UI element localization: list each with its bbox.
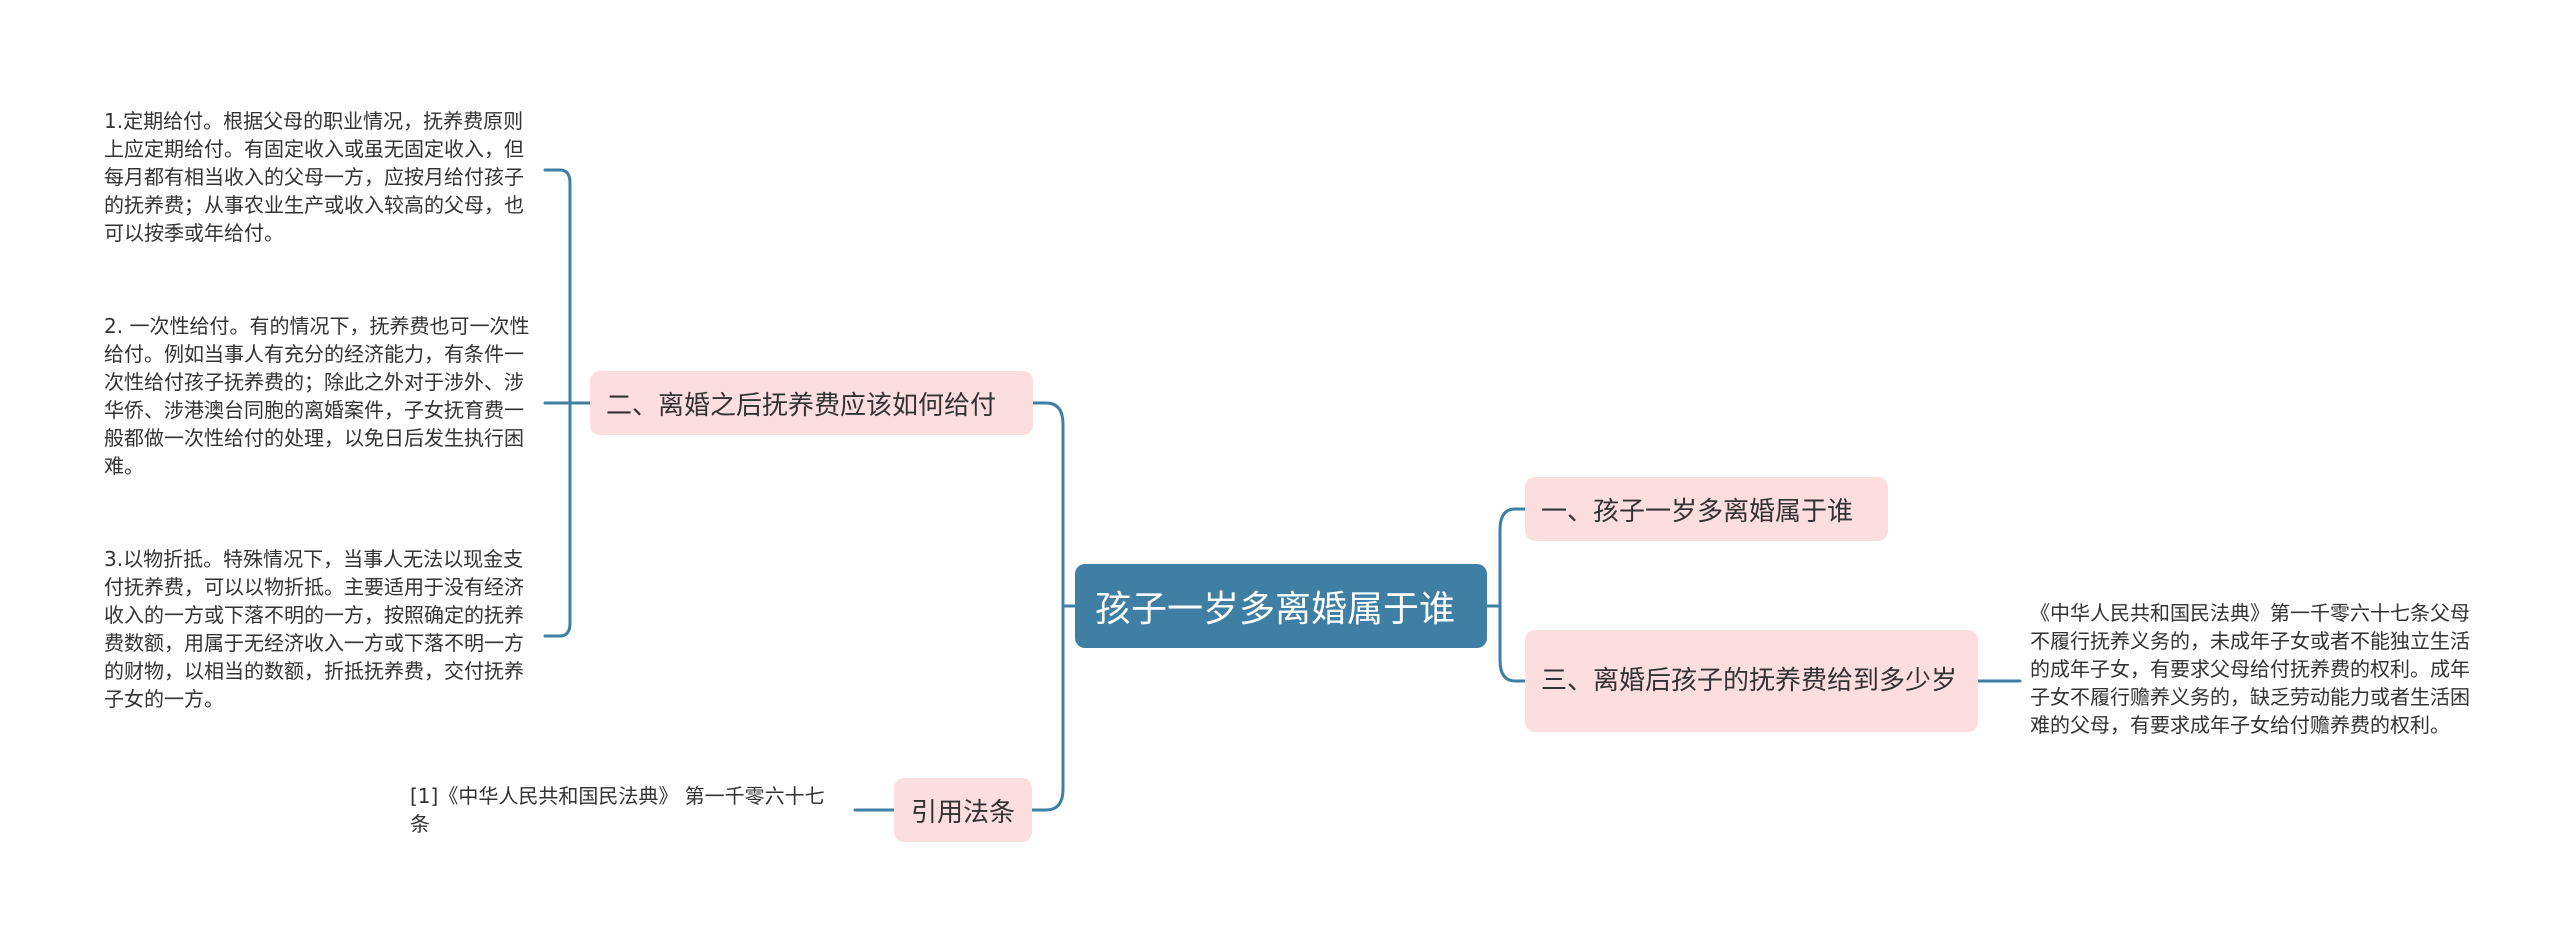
leaf-lump-sum-payment: 2. 一次性给付。有的情况下，抚养费也可一次性给付。例如当事人有充分的经济能力，…: [104, 314, 530, 478]
connector-root-left-2: [1030, 604, 1065, 812]
branch-label: 二、离婚之后抚养费应该如何给付: [606, 390, 997, 421]
root-node[interactable]: 孩子一岁多离婚属于谁: [1075, 564, 1487, 648]
branch-custody[interactable]: 一、孩子一岁多离婚属于谁: [1525, 477, 1888, 541]
leaf-property-offset: 3.以物折抵。特殊情况下，当事人无法以现金支付抚养费，可以以物折抵。主要适用于没…: [104, 547, 524, 711]
branch-label: 三、离婚后孩子的抚养费给到多少岁: [1541, 666, 1958, 696]
leaf-civil-code-text: 《中华人民共和国民法典》第一千零六十七条父母不履行抚养义务的，未成年子女或者不能…: [2030, 601, 2470, 737]
branch-payment-method[interactable]: 二、离婚之后抚养费应该如何给付: [590, 371, 1033, 435]
connector-root-left: [1031, 401, 1077, 608]
connector-root-right-2: [1498, 604, 1527, 683]
branch-support-age[interactable]: 三、离婚后孩子的抚养费给到多少岁: [1525, 630, 1978, 732]
connector-root-right: [1485, 507, 1527, 608]
connector-branch-leaves: [543, 168, 592, 638]
branch-label: 引用法条: [910, 797, 1015, 828]
branch-label: 一、孩子一岁多离婚属于谁: [1541, 496, 1854, 527]
branch-cited-law[interactable]: 引用法条: [894, 778, 1032, 842]
leaf-law-citation: [1]《中华人民共和国民法典》 第一千零六十七条: [410, 784, 825, 836]
leaf-periodic-payment: 1.定期给付。根据父母的职业情况，抚养费原则上应定期给付。有固定收入或虽无固定收…: [104, 109, 524, 245]
root-label: 孩子一岁多离婚属于谁: [1095, 589, 1456, 630]
